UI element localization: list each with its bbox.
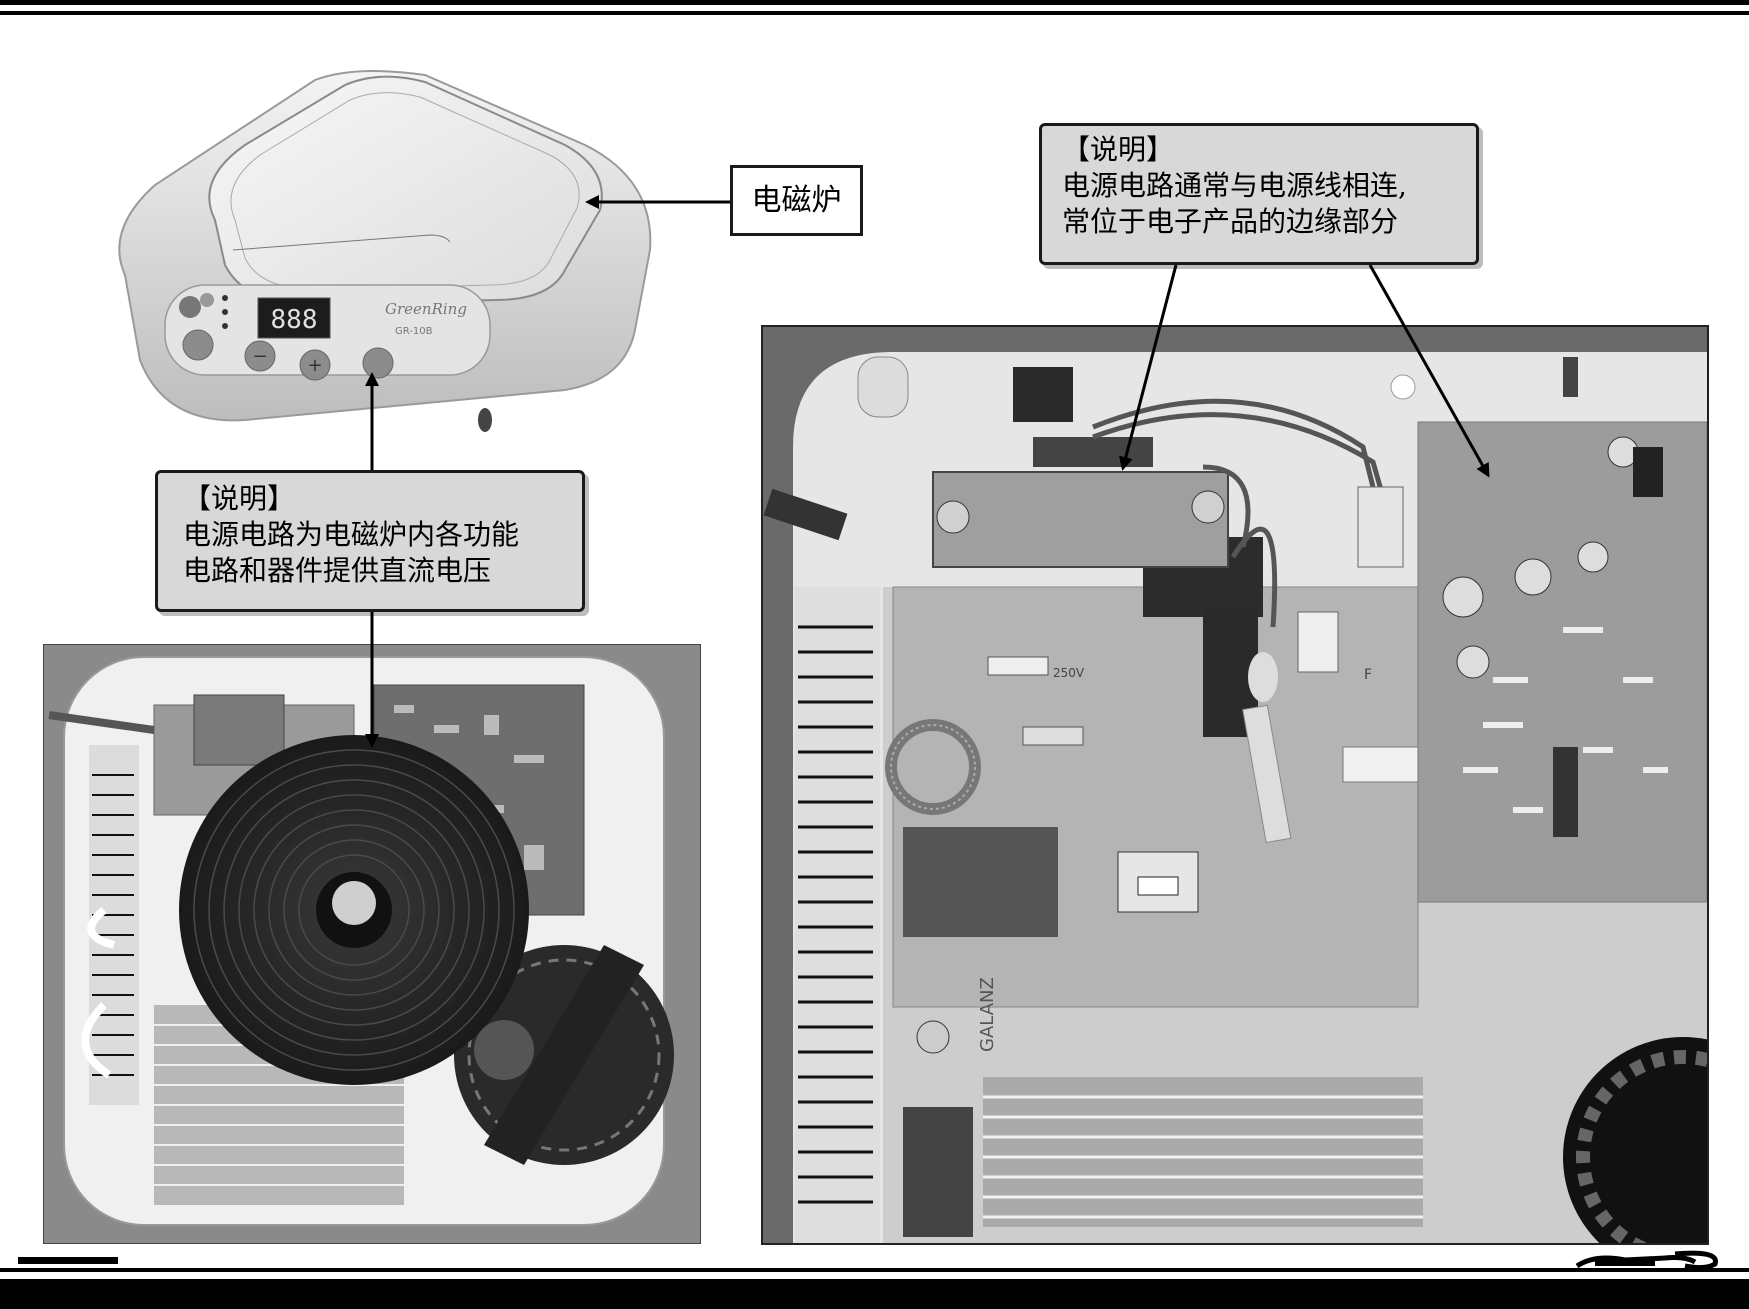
top-rule-thick [0,0,1749,5]
page-tab [1548,1290,1628,1309]
board-marker-silkscreen: F [1364,667,1372,683]
callout-right: 【说明】 电源电路通常与电源线相连, 常位于电子产品的边缘部分 [1039,123,1479,265]
callout-left-title: 【说明】 [183,482,296,515]
bottom-rule-thin [0,1268,1749,1272]
power-supply-closeup-photo: GALANZ 250V F [761,325,1709,1245]
publisher-logo-icon [1575,1250,1718,1271]
device-name-label: 电磁炉 [730,165,863,236]
induction-cooker-photo: 888 GreenRing GR-10B − + [95,60,665,445]
cooker-minus-glyph: − [252,346,267,367]
callout-left-line-2: 电路和器件提供直流电压 [183,554,492,587]
bottom-rule-thick [0,1279,1749,1309]
callout-left: 【说明】 电源电路为电磁炉内各功能 电路和器件提供直流电压 [155,470,585,612]
footer-corner-mark [18,1257,118,1264]
cooker-model-text: GR-10B [395,326,433,337]
callout-right-line-2: 常位于电子产品的边缘部分 [1062,205,1399,238]
callout-right-title: 【说明】 [1062,133,1175,166]
callout-right-line-1: 电源电路通常与电源线相连, [1062,169,1407,202]
top-rule-thin [0,11,1749,15]
callout-left-line-1: 电源电路为电磁炉内各功能 [183,518,520,551]
cooker-plus-glyph: + [307,355,322,376]
fuse-rating-silkscreen: 250V [1053,666,1085,680]
cooker-interior-overview-photo [43,644,701,1244]
cooker-display-digits: 888 [271,305,318,335]
cooker-brand-text: GreenRing [385,300,467,318]
board-brand-silkscreen: GALANZ [977,977,998,1052]
